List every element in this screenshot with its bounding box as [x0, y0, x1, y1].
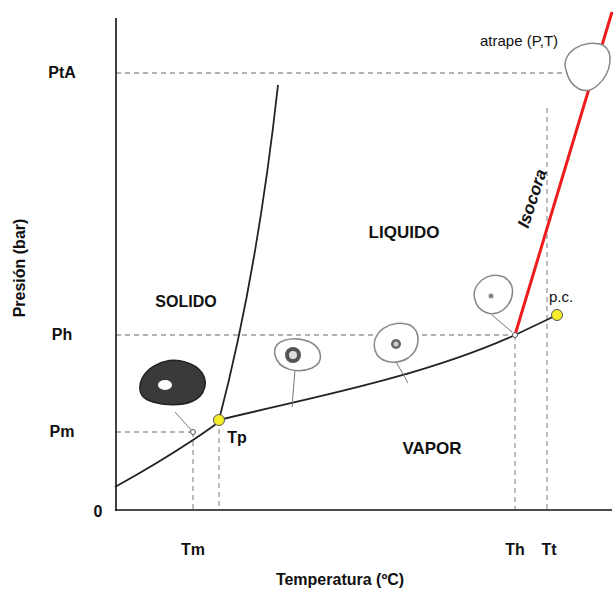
region-label: SOLIDO — [155, 294, 216, 310]
guide-lines — [116, 73, 572, 510]
tick-label: Th — [505, 542, 525, 558]
tick-label: 0 — [94, 504, 103, 520]
isochore-label: Isocora — [515, 167, 550, 230]
point-label: Tp — [226, 430, 248, 446]
key-points — [191, 310, 563, 435]
phase-boundaries — [115, 85, 557, 487]
trap-label: atrape (P,T) — [480, 33, 558, 48]
leader-lines — [175, 315, 512, 432]
tick-label: Pm — [50, 424, 75, 440]
tick-label: Tt — [541, 542, 556, 558]
region-label: VAPOR — [402, 440, 461, 457]
point-label: p.c. — [549, 289, 573, 304]
isochore-line — [515, 12, 612, 335]
tick-label: Ph — [52, 327, 72, 343]
tick-label: PtA — [48, 65, 76, 81]
axis-title: Presión (bar) — [12, 219, 28, 318]
tick-label: Tm — [181, 542, 205, 558]
fluid-inclusions — [140, 43, 610, 405]
region-label: LIQUIDO — [369, 224, 440, 241]
axis-title: Temperatura (ºC) — [276, 572, 404, 588]
